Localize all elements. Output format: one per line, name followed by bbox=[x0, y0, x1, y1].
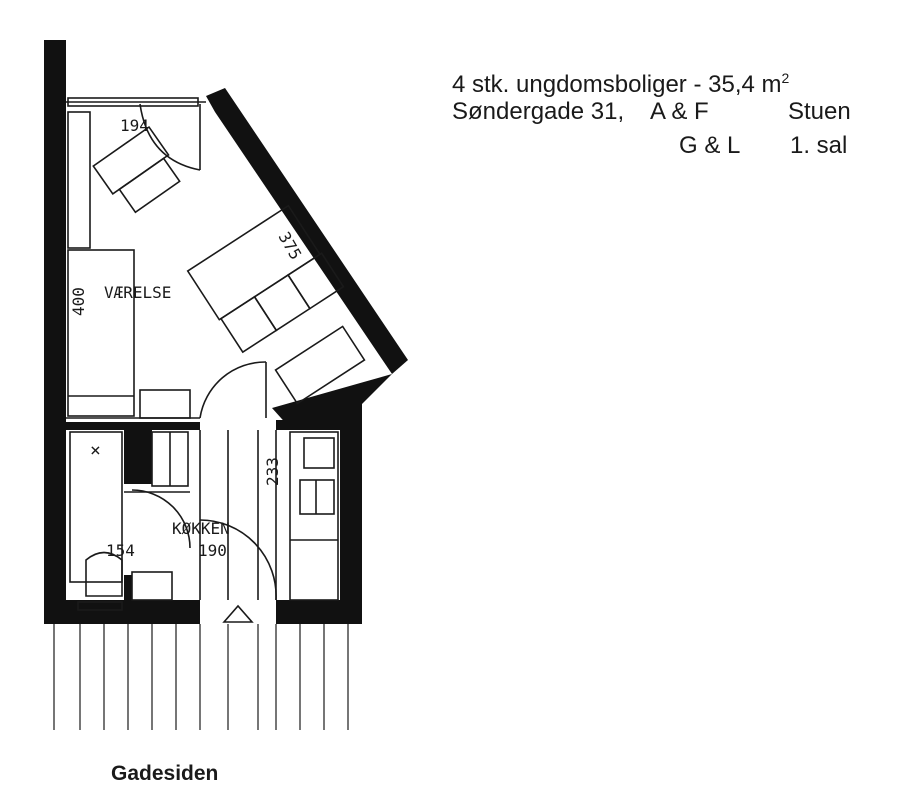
street-lines bbox=[53, 624, 349, 730]
wall-left bbox=[44, 40, 66, 614]
wall-partition-right bbox=[276, 420, 340, 430]
bath-door-swing bbox=[131, 489, 191, 549]
table-slanted bbox=[274, 325, 366, 405]
title-line: 4 stk. ungdomsboliger - 35,4 m2 bbox=[452, 62, 789, 101]
wall-bottom-right bbox=[276, 600, 362, 624]
wall-partition-bath-low bbox=[124, 575, 132, 602]
wall-bottom-left bbox=[44, 600, 200, 624]
dim-living-height: 400 bbox=[69, 287, 88, 316]
wall-right-lower bbox=[272, 374, 392, 620]
entry-door-swing bbox=[199, 519, 277, 601]
stove bbox=[303, 437, 335, 469]
sink bbox=[299, 479, 335, 515]
address: Søndergade 31, bbox=[452, 98, 625, 125]
wall-slanted bbox=[206, 88, 408, 374]
title-text: 4 stk. ungdomsboliger - 35,4 m bbox=[452, 71, 782, 98]
title-superscript: 2 bbox=[781, 70, 790, 86]
desk-small bbox=[139, 389, 191, 419]
wall-partition-divider bbox=[66, 422, 200, 430]
bath-marker: × bbox=[90, 440, 101, 461]
dim-kitchen-length: 233 bbox=[263, 457, 282, 486]
units-ground: A & F bbox=[650, 98, 709, 125]
sofa-slanted bbox=[186, 204, 345, 354]
floor-first: 1. sal bbox=[790, 132, 848, 159]
toilet bbox=[85, 551, 123, 597]
bath-shower bbox=[69, 431, 123, 583]
bed bbox=[67, 249, 135, 417]
street-side-label: Gadesiden bbox=[111, 762, 219, 785]
wall-partition-bath bbox=[124, 430, 152, 484]
dim-top-width: 194 bbox=[120, 116, 149, 135]
units-first: G & L bbox=[679, 132, 741, 159]
chair-group-top bbox=[92, 125, 181, 214]
kitchen-counter bbox=[289, 431, 339, 601]
bath-vent bbox=[77, 601, 123, 611]
bath-basin bbox=[131, 571, 173, 601]
dim-bath-width: 154 bbox=[106, 541, 135, 560]
dim-kitchen-width: 190 bbox=[198, 541, 227, 560]
room-label-living: VÆRELSE bbox=[104, 283, 171, 302]
interior-lines bbox=[66, 97, 366, 623]
door-kitchen-swing bbox=[199, 361, 267, 419]
room-label-kitchen: KØKKEN bbox=[172, 519, 230, 538]
entry-marker bbox=[222, 604, 254, 623]
floor-ground: Stuen bbox=[788, 98, 851, 125]
shelf-left bbox=[67, 111, 91, 249]
exterior-walls bbox=[44, 40, 408, 624]
door-top-swing bbox=[139, 103, 201, 171]
